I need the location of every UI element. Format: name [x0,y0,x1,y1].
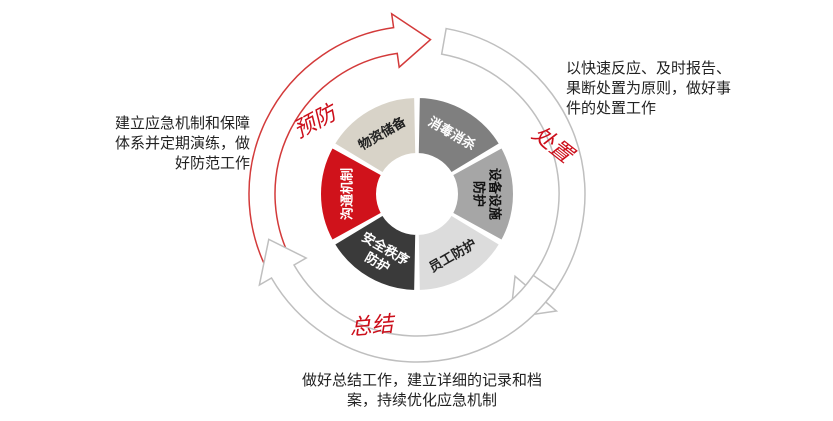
segment-security-order [332,213,418,293]
cycle-arrows [248,12,586,363]
description-handling: 以快速反应、及时报告、果断处置为原则，做好事件的处置工作 [566,59,732,117]
arrow-summary [258,238,556,363]
segment-materials-reserve [332,95,418,175]
arrow-handle [440,27,586,319]
segment-disinfection [416,95,502,175]
segment-label-line: 设备设施 [487,168,503,220]
segment-staff-protection [416,213,502,293]
arrow-prevent [248,12,432,280]
segment-label-communication: 沟通机制 [340,168,356,220]
segment-label-equipment-protection: 设备设施防护 [471,168,503,220]
wheel-center [378,155,456,233]
segment-wheel [319,95,515,293]
description-prevention: 建立应急机制和保障体系并定期演练，做好防范工作 [114,114,250,172]
segment-label-line: 沟通机制 [340,168,356,220]
description-summary: 做好总结工作，建立详细的记录和档案，持续优化应急机制 [301,371,542,409]
segment-communication [319,145,384,243]
stage-label-summary: 总结 [348,312,397,341]
segment-label-line: 防护 [471,181,487,207]
segment-equipment-protection [450,145,515,243]
